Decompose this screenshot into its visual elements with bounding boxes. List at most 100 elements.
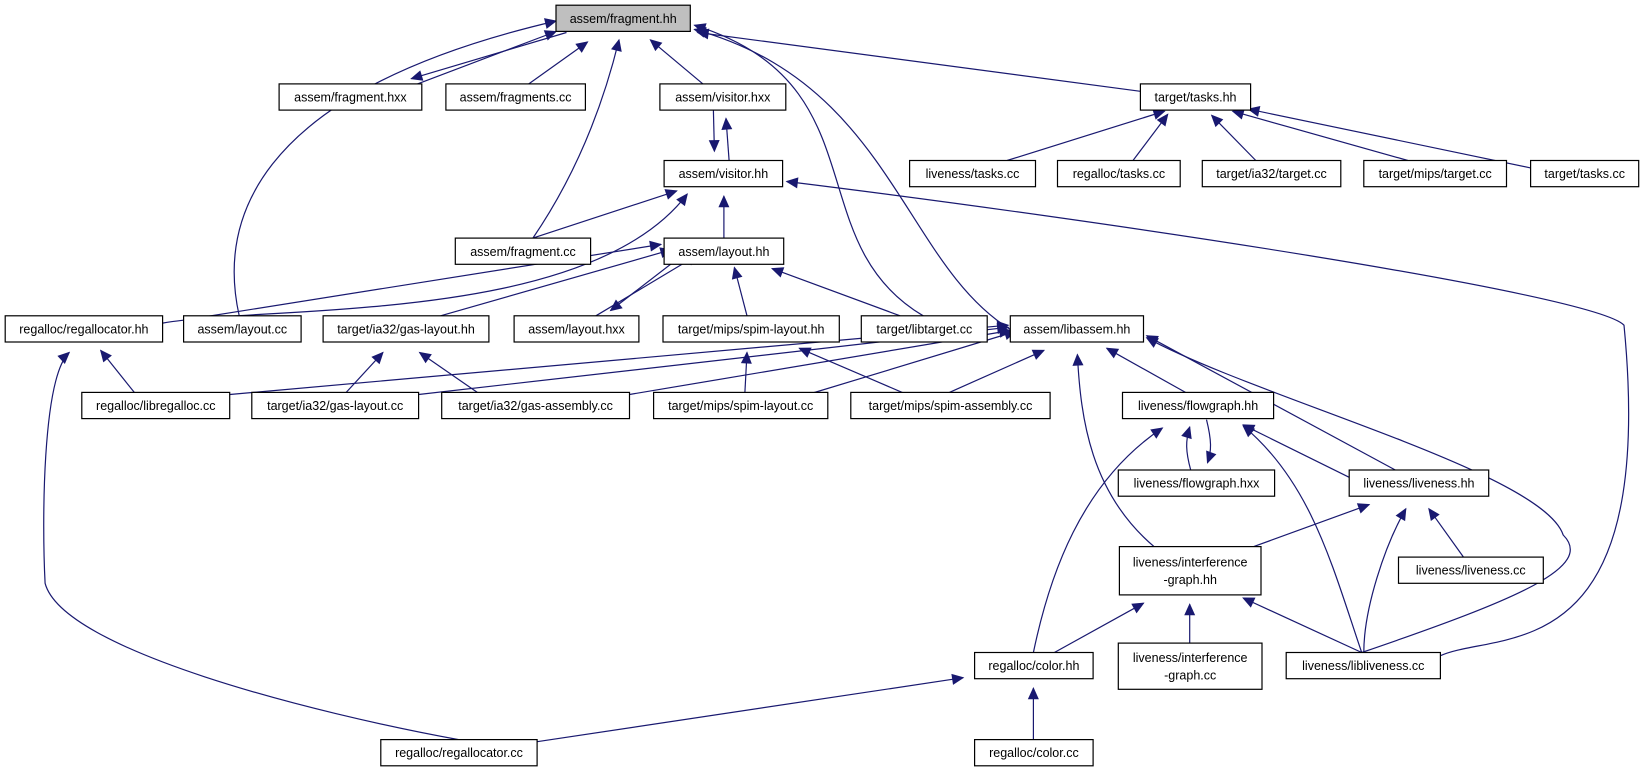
node-target-tasks-cc[interactable]: target/tasks.cc	[1529, 159, 1640, 188]
node-box[interactable]	[445, 83, 586, 111]
node-visitor-hxx[interactable]: assem/visitor.hxx	[659, 83, 787, 111]
node-ia32-gas-layout-cc[interactable]: target/ia32/gas-layout.cc	[251, 391, 420, 420]
edge-line	[799, 347, 903, 393]
node-tasks-hh[interactable]: target/tasks.hh	[1139, 83, 1252, 111]
node-box[interactable]	[380, 738, 538, 767]
arrowhead	[1145, 337, 1159, 348]
node-fragment-cc[interactable]: assem/fragment.cc	[454, 237, 592, 265]
node-box[interactable]	[441, 391, 631, 420]
node-box[interactable]	[662, 315, 840, 343]
node-flowgraph-hh[interactable]: liveness/flowgraph.hh	[1121, 391, 1275, 420]
node-label: regalloc/color.hh	[988, 659, 1079, 673]
node-label: liveness/interference-graph.cc	[1133, 651, 1248, 683]
arrowhead	[575, 41, 589, 53]
node-box[interactable]	[454, 237, 592, 265]
node-label: assem/layout.cc	[197, 322, 287, 336]
node-color-hh[interactable]: regalloc/color.hh	[973, 651, 1094, 680]
node-ia32-target-cc[interactable]: target/ia32/target.cc	[1201, 159, 1342, 188]
node-box[interactable]	[1201, 159, 1342, 188]
node-box[interactable]	[663, 159, 784, 188]
node-box[interactable]	[1139, 83, 1252, 111]
node-label: liveness/interference-graph.hh	[1133, 555, 1248, 587]
node-box[interactable]	[1117, 469, 1276, 497]
edge-line	[1054, 602, 1144, 654]
node-box[interactable]	[278, 83, 423, 111]
node-box[interactable]	[663, 237, 785, 265]
node-interference-hh[interactable]: liveness/interference-graph.hh	[1118, 545, 1262, 596]
node-fragments-cc[interactable]: assem/fragments.cc	[445, 83, 586, 111]
node-box[interactable]	[555, 4, 691, 33]
node-box[interactable]	[81, 391, 231, 420]
node-mips-spim-assembly-cc[interactable]: target/mips/spim-assembly.cc	[850, 391, 1051, 420]
node-box[interactable]	[659, 83, 787, 111]
node-layout-cc[interactable]: assem/layout.cc	[183, 315, 302, 343]
arrowhead	[1206, 450, 1217, 464]
node-regallocator-cc[interactable]: regalloc/regallocator.cc	[380, 738, 538, 767]
node-box[interactable]	[973, 651, 1094, 680]
node-box[interactable]	[513, 315, 640, 343]
arrowhead	[1156, 113, 1169, 127]
node-layout-hh[interactable]: assem/layout.hh	[663, 237, 785, 265]
node-box[interactable]	[1529, 159, 1640, 188]
node-label: assem/fragments.cc	[460, 91, 572, 105]
edge-line	[694, 24, 924, 317]
node-liveness-hh[interactable]: liveness/liveness.hh	[1348, 469, 1490, 497]
node-box[interactable]	[1009, 315, 1145, 343]
arrowhead	[770, 267, 785, 278]
node-liveness-tasks-cc[interactable]: liveness/tasks.cc	[908, 159, 1037, 188]
edge-fragment_hh-to-fragment_hxx	[410, 31, 567, 81]
node-color-cc[interactable]: regalloc/color.cc	[973, 738, 1094, 767]
arrowhead	[418, 351, 432, 364]
node-mips-spim-layout-hh[interactable]: target/mips/spim-layout.hh	[662, 315, 840, 343]
arrowhead	[609, 299, 623, 312]
node-label: target/mips/spim-layout.cc	[668, 399, 813, 413]
node-ia32-gas-layout-hh[interactable]: target/ia32/gas-layout.hh	[322, 315, 490, 343]
node-box[interactable]	[860, 315, 988, 343]
node-visitor-hh[interactable]: assem/visitor.hh	[663, 159, 784, 188]
node-box[interactable]	[850, 391, 1051, 420]
node-libregalloc-cc[interactable]: regalloc/libregalloc.cc	[81, 391, 231, 420]
edge-flowgraph_hxx-to-flowgraph_hh	[1181, 425, 1192, 471]
node-libliveness-cc[interactable]: liveness/libliveness.cc	[1285, 651, 1441, 680]
edge-regalloc_tasks_cc-to-tasks_hh	[1132, 113, 1169, 161]
arrowhead	[1428, 507, 1440, 521]
node-flowgraph-hxx[interactable]: liveness/flowgraph.hxx	[1117, 469, 1276, 497]
edge-line	[440, 249, 672, 317]
node-regalloc-tasks-cc[interactable]: regalloc/tasks.cc	[1056, 159, 1181, 188]
node-box[interactable]	[1117, 642, 1263, 690]
node-box[interactable]	[908, 159, 1037, 188]
node-box[interactable]	[4, 315, 164, 343]
node-box[interactable]	[251, 391, 420, 420]
node-fragment-hxx[interactable]: assem/fragment.hxx	[278, 83, 423, 111]
arrowhead	[543, 30, 558, 41]
edge-line	[532, 190, 677, 239]
node-layout-hxx[interactable]: assem/layout.hxx	[513, 315, 640, 343]
edge-flowgraph_hh-to-libassem_hh	[1105, 347, 1186, 393]
edge-fragment_hxx-to-fragment_hh	[417, 30, 558, 85]
edge-libliveness_cc-to-visitor_hh	[785, 177, 1630, 657]
arrowhead	[611, 38, 622, 52]
node-box[interactable]	[1397, 556, 1544, 584]
node-fragment-hh[interactable]: assem/fragment.hh	[555, 4, 691, 33]
edge-line	[1242, 425, 1363, 653]
node-box[interactable]	[1285, 651, 1441, 680]
node-box[interactable]	[1348, 469, 1490, 497]
node-box[interactable]	[322, 315, 490, 343]
node-box[interactable]	[1363, 159, 1508, 188]
node-libassem-hh[interactable]: assem/libassem.hh	[1009, 315, 1145, 343]
nodes-layer: assem/fragment.hh assem/fragment.hxx assem…	[4, 4, 1640, 767]
node-box[interactable]	[652, 391, 829, 420]
node-mips-spim-layout-cc[interactable]: target/mips/spim-layout.cc	[652, 391, 829, 420]
node-box[interactable]	[973, 738, 1094, 767]
node-regallocator-hh[interactable]: regalloc/regallocator.hh	[4, 315, 164, 343]
node-mips-target-cc[interactable]: target/mips/target.cc	[1363, 159, 1508, 188]
node-liveness-cc[interactable]: liveness/liveness.cc	[1397, 556, 1544, 584]
node-box[interactable]	[1121, 391, 1275, 420]
node-interference-cc[interactable]: liveness/interference-graph.cc	[1117, 642, 1263, 690]
edge-mips_spim_assembly_cc-to-libassem_hh	[949, 349, 1046, 393]
node-box[interactable]	[1056, 159, 1181, 188]
node-box[interactable]	[183, 315, 302, 343]
node-box[interactable]	[1118, 545, 1262, 596]
node-libtarget-cc[interactable]: target/libtarget.cc	[860, 315, 988, 343]
node-ia32-gas-assembly-cc[interactable]: target/ia32/gas-assembly.cc	[441, 391, 631, 420]
